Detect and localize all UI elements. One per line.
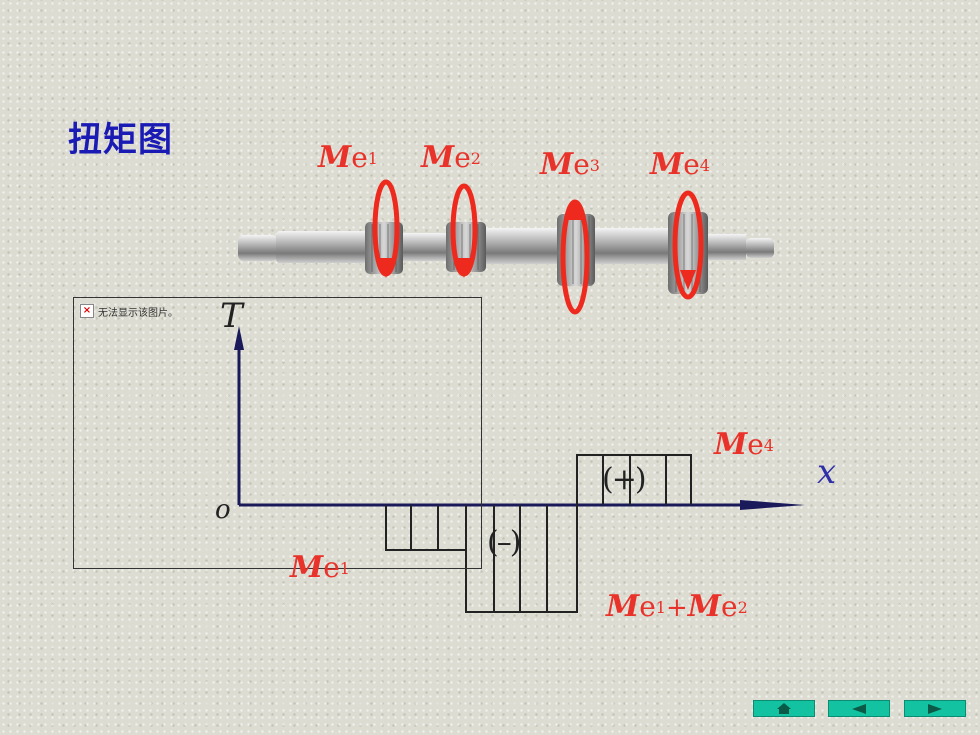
broken-image-icon: × xyxy=(80,304,94,318)
origin-label: o xyxy=(215,495,231,525)
moment-label-me3: Me3 xyxy=(540,147,600,182)
segment-1 xyxy=(385,505,466,551)
prev-button[interactable] xyxy=(828,700,890,717)
segment-3 xyxy=(576,454,692,505)
triangle-right-icon xyxy=(928,703,942,714)
t-axis-label: T xyxy=(220,296,243,336)
moment-label-me2: Me2 xyxy=(421,140,481,175)
diagram-label-me4: Me4 xyxy=(714,427,774,462)
segment-2 xyxy=(465,505,578,613)
slide-title: 扭矩图 xyxy=(68,120,173,160)
positive-sign: (+) xyxy=(602,462,647,497)
moment-label-me1: Me1 xyxy=(318,140,378,175)
torque-arrow-4 xyxy=(672,190,704,300)
home-icon xyxy=(777,703,791,714)
torque-segments xyxy=(385,454,692,613)
x-axis-label: x xyxy=(817,452,837,492)
t-axis-arrowhead xyxy=(234,326,244,350)
negative-sign: (–) xyxy=(487,525,521,560)
home-button[interactable] xyxy=(753,700,815,717)
diagram-label-me1: Me1 xyxy=(290,550,350,585)
x-axis-arrowhead xyxy=(740,500,805,510)
moment-label-me4: Me4 xyxy=(650,147,710,182)
diagram-label-me1-plus-me2: Me1+Me2 xyxy=(606,589,748,624)
placeholder-text: 无法显示该图片。 xyxy=(98,308,178,319)
triangle-left-icon xyxy=(852,703,866,714)
next-button[interactable] xyxy=(904,700,966,717)
shaft-image xyxy=(238,212,774,294)
broken-image-placeholder: × 无法显示该图片。 xyxy=(73,297,482,569)
